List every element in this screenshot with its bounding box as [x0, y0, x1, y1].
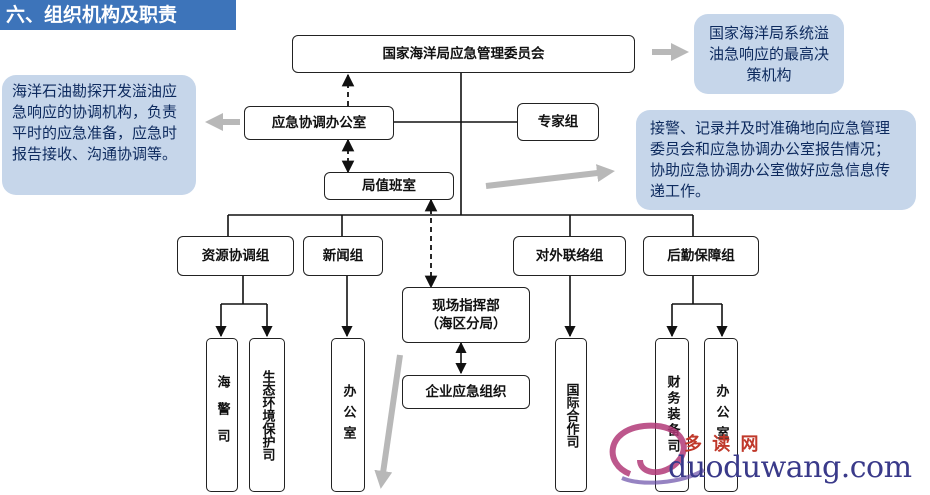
coast-guard-box: 海警司 — [206, 338, 238, 492]
coast-guard-label: 海警司 — [214, 374, 230, 456]
watermark-url: duoduwang.com — [668, 450, 912, 485]
note-duty-room-role: 接警、记录并及时准确地向应急管理委员会和应急协调办公室报告情况；协助应急协调办公… — [636, 110, 916, 210]
logistics-group-box: 后勤保障组 — [643, 236, 759, 276]
watermark-swirl-icon — [609, 422, 706, 485]
field-command-box: 现场指挥部 （海区分局） — [402, 287, 530, 343]
coord-office-box: 应急协调办公室 — [244, 106, 394, 140]
office-news-label: 办公室 — [340, 383, 356, 447]
eco-dept-box: 生态环境保护司 — [249, 338, 285, 492]
committee-box: 国家海洋局应急管理委员会 — [292, 35, 635, 73]
liaison-group-box: 对外联络组 — [513, 236, 626, 276]
note-committee-role: 国家海洋局系统溢油急响应的最高决策机构 — [694, 14, 844, 94]
finance-equip-box: 财务装备司 — [655, 338, 689, 492]
intl-coop-label: 国际合作司 — [563, 382, 579, 448]
intl-coop-box: 国际合作司 — [555, 338, 587, 492]
resource-group-box: 资源协调组 — [177, 236, 294, 276]
enterprise-box: 企业应急组织 — [402, 375, 530, 409]
experts-box: 专家组 — [517, 103, 599, 141]
office-logistics-label: 办公室 — [713, 383, 729, 447]
news-group-box: 新闻组 — [303, 236, 383, 276]
office-news-box: 办公室 — [331, 338, 365, 492]
watermark-cn: 多 读 网 — [684, 434, 761, 455]
eco-dept-label: 生态环境保护司 — [259, 369, 275, 461]
field-command-line1: 现场指挥部 — [432, 297, 500, 314]
duty-room-box: 局值班室 — [324, 172, 454, 200]
note-coord-office-role: 海洋石油勘探开发溢油应急响应的协调机构，负责平时的应急准备，应急时报告接收、沟通… — [2, 75, 196, 195]
field-command-line2: （海区分局） — [425, 316, 507, 332]
office-logistics-box: 办公室 — [704, 338, 738, 492]
section-title: 六、组织机构及职责 — [0, 0, 236, 30]
